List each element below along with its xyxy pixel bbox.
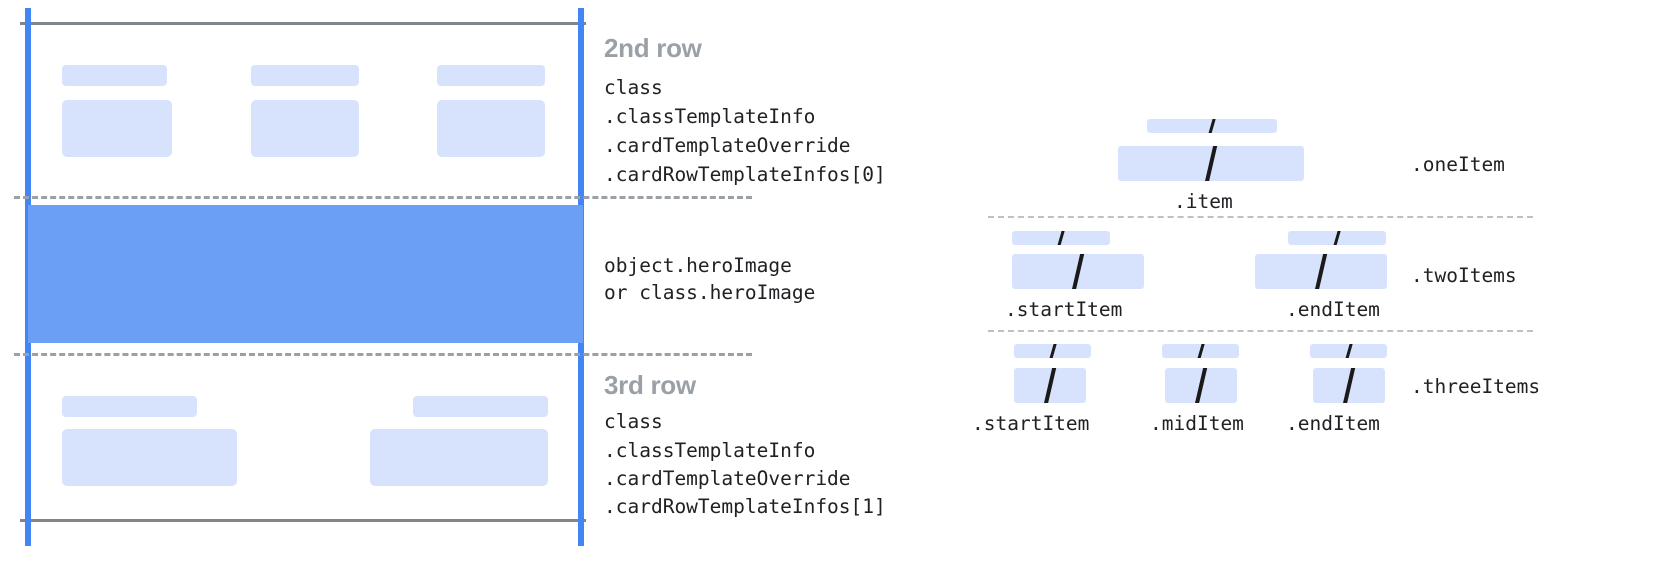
row3-col2-body-chip (370, 429, 548, 486)
second-row-code-line-3: .cardRowTemplateInfos[0] (604, 163, 886, 186)
row3-col1-title-chip (62, 396, 197, 417)
slash-icon (1194, 368, 1208, 403)
two-items-group-label: .twoItems (1411, 264, 1517, 287)
slash-icon (1344, 344, 1353, 358)
row3-col1-body-chip (62, 429, 237, 486)
row2-col3-body-chip (437, 100, 545, 157)
slash-icon (1314, 254, 1328, 289)
hero-bottom-separator (14, 353, 752, 356)
three-items-label-start: .startItem (972, 412, 1090, 435)
row2-col1-body-chip (62, 100, 172, 157)
second-row-code-line-1: .classTemplateInfo (604, 105, 816, 128)
three-items-mid-head-bar (1162, 344, 1239, 358)
second-row-code-line-0: class (604, 76, 663, 99)
two-items-label-end: .endItem (1286, 298, 1380, 321)
row2-col3-title-chip (437, 65, 545, 86)
three-items-start-body-bar (1014, 368, 1086, 403)
one-item-group-label: .oneItem (1411, 153, 1505, 176)
row2-col2-title-chip (251, 65, 359, 86)
slash-icon (1048, 344, 1057, 358)
one-item-body-bar (1118, 146, 1304, 181)
slash-icon (1043, 368, 1057, 403)
two-items-end-body-bar (1255, 254, 1387, 289)
three-items-mid-body-bar (1165, 368, 1237, 403)
card-top-rule (20, 22, 586, 25)
third-row-code-line-0: class (604, 410, 663, 433)
third-row-code-line-3: .cardRowTemplateInfos[1] (604, 495, 886, 518)
two-three-separator (988, 330, 1533, 332)
second-row-title: 2nd row (604, 33, 702, 63)
three-items-label-end: .endItem (1286, 412, 1380, 435)
two-items-label-start: .startItem (1005, 298, 1123, 321)
hero-image-band (28, 205, 583, 343)
one-item-head-bar (1147, 119, 1277, 133)
slash-icon (1208, 119, 1216, 133)
row2-col2-body-chip (251, 100, 359, 157)
one-item-label-item: .item (1174, 190, 1233, 213)
row2-col1-title-chip (62, 65, 167, 86)
second-row-code-line-2: .cardTemplateOverride (604, 134, 851, 157)
slash-icon (1057, 231, 1065, 245)
row3-col2-title-chip (413, 396, 548, 417)
slash-icon (1071, 254, 1085, 289)
three-items-end-head-bar (1310, 344, 1387, 358)
third-row-code-line-1: .classTemplateInfo (604, 439, 816, 462)
slash-icon (1333, 231, 1341, 245)
hero-top-separator (14, 196, 752, 199)
three-items-group-label: .threeItems (1411, 375, 1541, 398)
three-items-label-mid: .midItem (1150, 412, 1244, 435)
slash-icon (1342, 368, 1356, 403)
one-two-separator (988, 216, 1533, 218)
two-items-end-head-bar (1288, 231, 1386, 245)
two-items-start-head-bar (1012, 231, 1110, 245)
hero-row-code-line-1: or class.heroImage (604, 281, 816, 304)
third-row-code-line-2: .cardTemplateOverride (604, 467, 851, 490)
three-items-start-head-bar (1014, 344, 1091, 358)
hero-row-code-line-0: object.heroImage (604, 254, 792, 277)
slash-icon (1196, 344, 1205, 358)
card-bottom-rule (20, 519, 586, 522)
third-row-title: 3rd row (604, 370, 696, 400)
two-items-start-body-bar (1012, 254, 1144, 289)
three-items-end-body-bar (1313, 368, 1385, 403)
slash-icon (1204, 146, 1218, 181)
